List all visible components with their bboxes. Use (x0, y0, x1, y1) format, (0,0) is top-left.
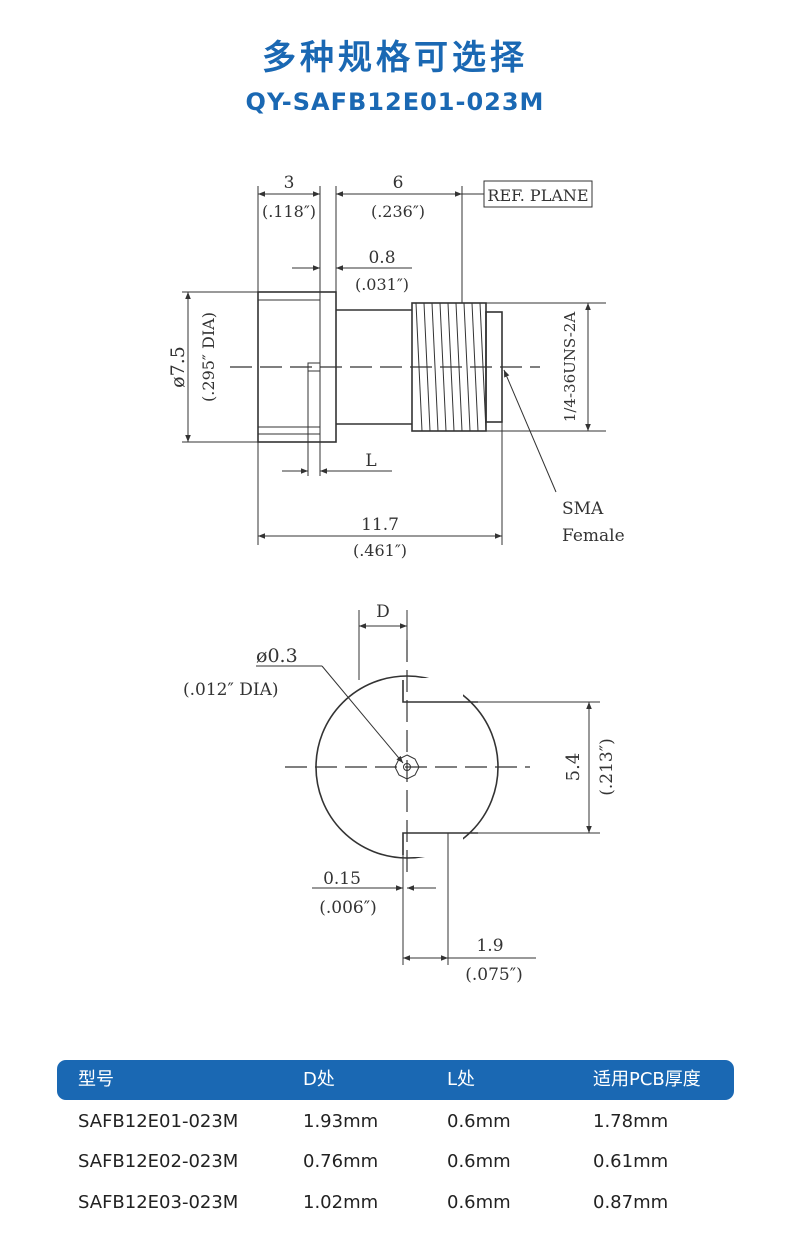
header-d: D处 (303, 1069, 335, 1090)
dim-0-15-inch: (.006″) (319, 898, 376, 918)
female-label: Female (562, 526, 625, 546)
dim-5-4-inch: (.213″) (597, 738, 617, 795)
cell-model: SAFB12E02-023M (78, 1151, 239, 1172)
cell-l: 0.6mm (447, 1151, 511, 1172)
dim-L: L (365, 451, 376, 471)
ref-plane-label: REF. PLANE (487, 186, 588, 205)
cell-l: 0.6mm (447, 1111, 511, 1132)
header-model: 型号 (78, 1069, 114, 1090)
cell-pcb: 0.87mm (593, 1192, 669, 1213)
dim-5-4: 5.4 (563, 753, 584, 782)
dim-D: D (376, 602, 390, 622)
front-view: D ø0.3 (.012″ DIA) 5.4 (.213″) 0.15 (.00… (183, 602, 617, 985)
table-row: SAFB12E03-023M 1.02mm 0.6mm 0.87mm (0, 1183, 790, 1223)
header-pcb: 适用PCB厚度 (593, 1069, 701, 1090)
cell-d: 0.76mm (303, 1151, 379, 1172)
dim-1-9-inch: (.075″) (465, 965, 522, 985)
spec-table-header: 型号 D处 L处 适用PCB厚度 (57, 1060, 734, 1100)
dia-7-5-inch: (.295″ DIA) (199, 312, 218, 402)
sma-label: SMA (562, 499, 604, 519)
header-l: L处 (447, 1069, 476, 1090)
dim-0-15: 0.15 (323, 869, 361, 889)
cell-d: 1.02mm (303, 1192, 379, 1213)
pin-dia: ø0.3 (256, 645, 298, 667)
dim-6-inch: (.236″) (371, 202, 425, 221)
cell-d: 1.93mm (303, 1111, 379, 1132)
cell-pcb: 1.78mm (593, 1111, 669, 1132)
page-title: 多种规格可选择 (262, 38, 528, 78)
ref-plane-box (483, 180, 593, 208)
cell-l: 0.6mm (447, 1192, 511, 1213)
dia-7-5: ø7.5 (167, 346, 189, 388)
pin-dia-inch: (.012″ DIA) (183, 680, 279, 700)
model-number: QY-SAFB12E01-023M (245, 88, 545, 116)
dim-6: 6 (393, 173, 404, 193)
dim-3-inch: (.118″) (262, 202, 316, 221)
dim-3: 3 (284, 173, 295, 193)
table-row: SAFB12E02-023M 0.76mm 0.6mm 0.61mm (0, 1142, 790, 1182)
dim-1-9: 1.9 (476, 936, 503, 956)
dim-11-7: 11.7 (361, 515, 399, 535)
cell-model: SAFB12E03-023M (78, 1192, 239, 1213)
technical-drawing: 3 (.118″) 6 (.236″) REF. PLANE 0.8 (.031… (167, 173, 625, 985)
cell-model: SAFB12E01-023M (78, 1111, 239, 1132)
thread-spec: 1/4-36UNS-2A (561, 312, 579, 422)
dim-0-8-inch: (.031″) (355, 275, 409, 294)
dim-11-7-inch: (.461″) (353, 541, 407, 560)
dim-0-8: 0.8 (368, 248, 395, 268)
side-view: 3 (.118″) 6 (.236″) REF. PLANE 0.8 (.031… (167, 173, 625, 560)
table-row: SAFB12E01-023M 1.93mm 0.6mm 1.78mm (0, 1102, 790, 1142)
cell-pcb: 0.61mm (593, 1151, 669, 1172)
